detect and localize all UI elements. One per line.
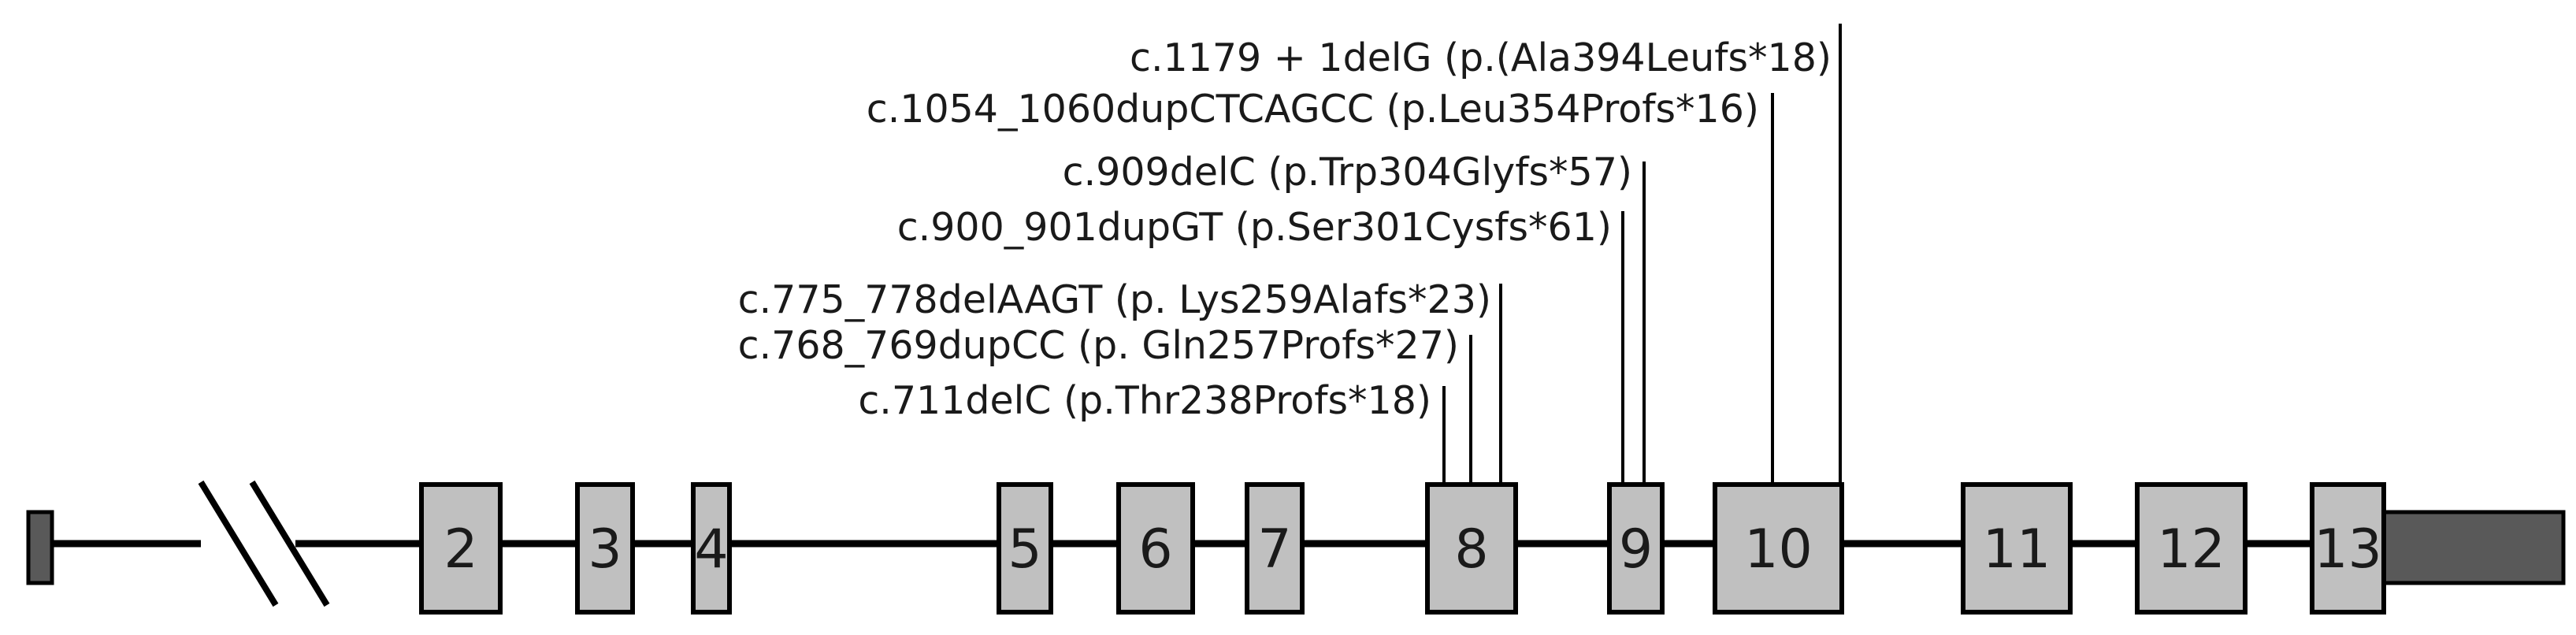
exon-box-4 (691, 482, 732, 615)
exon-label-7: 7 (1257, 518, 1291, 581)
exons-layer: 2 3 4 5 6 7 8 9 10 11 12 13 (419, 482, 2386, 615)
exon-box-3 (575, 482, 635, 615)
exon-label-4: 4 (694, 518, 728, 581)
exon-label-13: 13 (2314, 518, 2382, 581)
exon-label-5: 5 (1008, 518, 1041, 581)
exon-box-5 (997, 482, 1053, 615)
exon-label-3: 3 (588, 518, 622, 581)
five-prime-utr-box (26, 510, 54, 585)
exon-label-10: 10 (1744, 518, 1813, 581)
variant-label: c.1054_1060dupCTCAGCC (p.Leu354Profs*16) (867, 87, 1759, 132)
exon-label-11: 11 (1983, 518, 2051, 581)
exon-box-7 (1245, 482, 1305, 615)
exon-box-13 (2310, 482, 2386, 615)
exon-label-8: 8 (1454, 518, 1488, 581)
variant-label: c.909delC (p.Trp304Glyfs*57) (1063, 150, 1632, 195)
three-prime-utr-box (2380, 510, 2566, 585)
variant-label: c.775_778delAAGT (p. Lys259Alafs*23) (738, 277, 1491, 322)
exon-label-6: 6 (1138, 518, 1172, 581)
exon-box-2 (419, 482, 503, 615)
intron-break-marker (198, 480, 330, 607)
variant-label: c.711delC (p.Thr238Profs*18) (858, 378, 1431, 423)
exon-box-9 (1607, 482, 1665, 615)
exon-label-9: 9 (1619, 518, 1653, 581)
variants-layer: c.1179 + 1delG (p.(Ala394Leufs*18) c.1054… (738, 24, 1842, 485)
variant-label: c.768_769dupCC (p. Gln257Profs*27) (738, 323, 1459, 368)
exon-box-8 (1425, 482, 1518, 615)
variant-label: c.1179 + 1delG (p.(Ala394Leufs*18) (1130, 35, 1832, 80)
exon-label-12: 12 (2157, 518, 2225, 581)
exon-box-10 (1713, 482, 1844, 615)
exon-label-2: 2 (444, 518, 477, 581)
variant-label: c.900_901dupGT (p.Ser301Cysfs*61) (897, 205, 1612, 250)
exon-box-6 (1116, 482, 1195, 615)
exon-box-11 (1961, 482, 2073, 615)
exon-box-12 (2135, 482, 2248, 615)
